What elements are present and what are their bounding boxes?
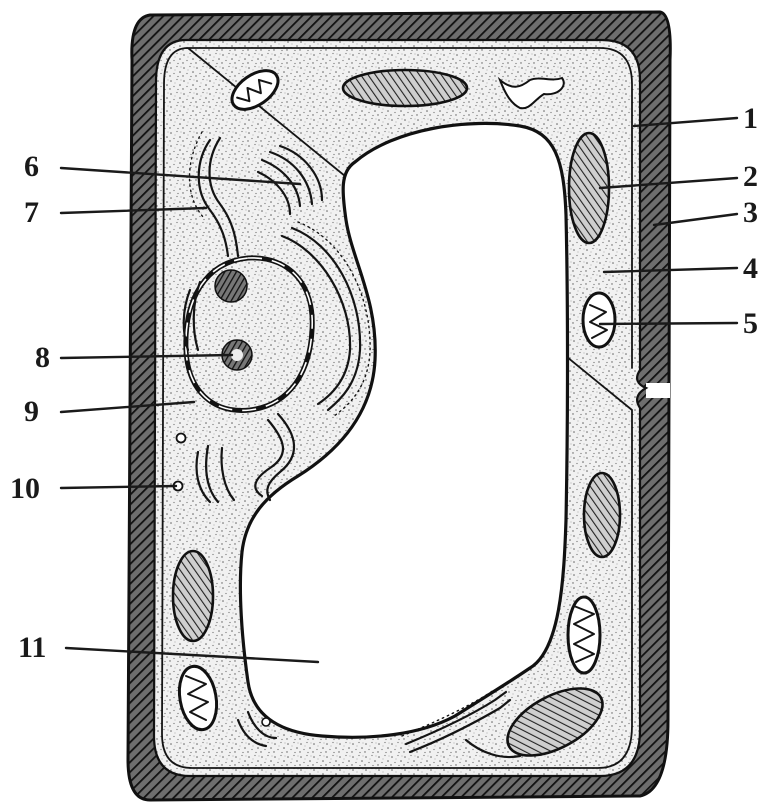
nucleolus [215, 270, 247, 302]
label-10: 10 [10, 472, 40, 505]
label-9: 9 [24, 395, 39, 428]
vesicle [262, 718, 270, 726]
label-4: 4 [743, 252, 758, 285]
nucleus [186, 258, 312, 411]
vesicle [177, 434, 186, 443]
label-7: 7 [24, 196, 39, 229]
label-6: 6 [24, 150, 39, 183]
label-11: 11 [18, 631, 46, 664]
label-1: 1 [743, 102, 758, 135]
plasmodesma-gap [646, 383, 670, 398]
label-5: 5 [743, 307, 758, 340]
label-2: 2 [743, 160, 758, 193]
label-3: 3 [743, 196, 758, 229]
label-8: 8 [35, 341, 50, 374]
